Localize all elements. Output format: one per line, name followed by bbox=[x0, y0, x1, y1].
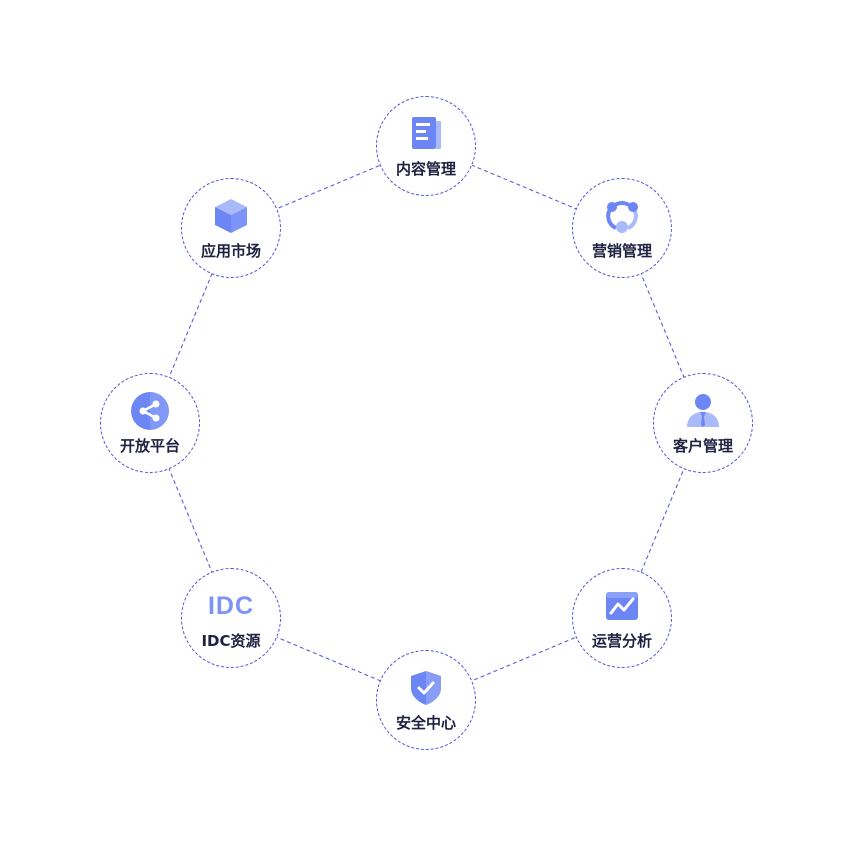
node-label: 应用市场 bbox=[200, 241, 261, 260]
node-label: 安全中心 bbox=[395, 713, 456, 732]
node-content-management[interactable]: 内容管理 bbox=[376, 96, 476, 196]
node-label: 客户管理 bbox=[672, 436, 733, 455]
node-label: 营销管理 bbox=[591, 241, 652, 260]
node-open-platform[interactable]: 开放平台 bbox=[100, 373, 200, 473]
node-label: 内容管理 bbox=[395, 159, 456, 178]
node-marketing-management[interactable]: 营销管理 bbox=[572, 178, 672, 278]
share-icon bbox=[130, 391, 170, 431]
cube-icon bbox=[211, 196, 251, 236]
document-icon bbox=[406, 114, 446, 154]
node-idc-resources[interactable]: IDC IDC资源 bbox=[181, 568, 281, 668]
node-customer-management[interactable]: 客户管理 bbox=[653, 373, 753, 473]
node-label: IDC资源 bbox=[201, 631, 261, 650]
idc-icon-text: IDC bbox=[207, 591, 255, 620]
node-label: 运营分析 bbox=[591, 631, 652, 650]
node-operations-analysis[interactable]: 运营分析 bbox=[572, 568, 672, 668]
idc-icon: IDC bbox=[207, 586, 255, 626]
share-network-icon bbox=[602, 196, 642, 236]
shield-check-icon bbox=[406, 668, 446, 708]
person-icon bbox=[683, 391, 723, 431]
node-app-market[interactable]: 应用市场 bbox=[181, 178, 281, 278]
node-security-center[interactable]: 安全中心 bbox=[376, 650, 476, 750]
node-label: 开放平台 bbox=[119, 436, 180, 455]
line-chart-icon bbox=[602, 586, 642, 626]
